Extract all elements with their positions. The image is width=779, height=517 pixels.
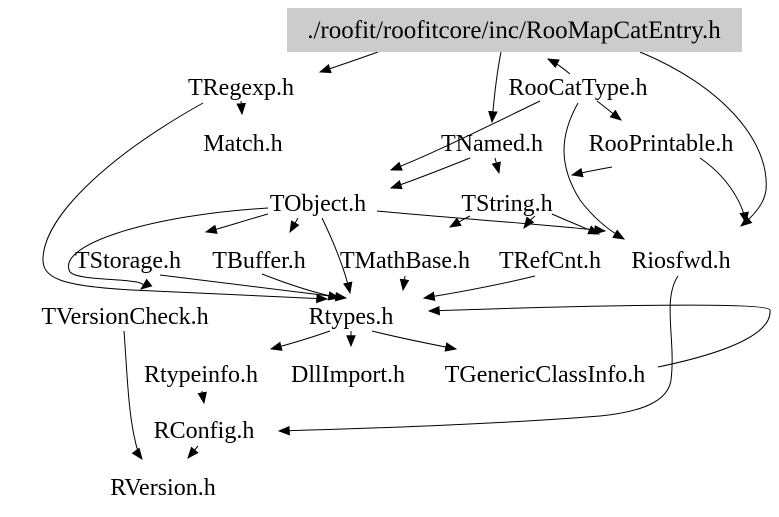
graph-node-riosfwd[interactable]: Riosfwd.h (631, 248, 731, 274)
edge-tstring-to-trefcnt (523, 215, 536, 229)
edge-roomapcatentry-to-riosfwd (639, 51, 767, 227)
graph-node-rtypes[interactable]: Rtypes.h (308, 304, 394, 330)
graph-node-roocattype[interactable]: RooCatType.h (508, 75, 648, 101)
edge-roocattype-to-rooprintable (596, 100, 622, 121)
edge-tgenericclassinfo-to-rtypes (427, 304, 771, 368)
graph-node-tmathbase[interactable]: TMathBase.h (340, 248, 470, 274)
edge-roomapcatentry-to-tregexp (318, 51, 379, 74)
edge-roocattype-to-tobject (389, 100, 541, 171)
edge-roocattype-to-roomapcatentry (546, 58, 571, 75)
graph-node-rversion[interactable]: RVersion.h (110, 475, 216, 501)
edge-rooprintable-to-tstring (570, 166, 613, 178)
graph-node-rconfig[interactable]: RConfig.h (153, 418, 255, 444)
edge-tstring-to-riosfwd (551, 213, 601, 235)
edge-rtypeinfo-to-rconfig (197, 390, 207, 405)
graph-node-tbuffer[interactable]: TBuffer.h (212, 248, 306, 274)
graph-node-tnamed[interactable]: TNamed.h (441, 131, 543, 157)
edge-tstorage-to-rtypes (159, 274, 348, 302)
edge-rtypes-to-rtypeinfo (269, 330, 331, 351)
edge-tnamed-to-tobject (389, 157, 471, 190)
graph-node-tstorage[interactable]: TStorage.h (75, 248, 181, 274)
edge-rooprintable-to-riosfwd (699, 157, 749, 225)
edge-tversioncheck-to-rversion (123, 330, 143, 460)
graph-node-trefcnt[interactable]: TRefCnt.h (499, 248, 601, 274)
graph-node-tversioncheck[interactable]: TVersionCheck.h (41, 304, 209, 330)
edge-rconfig-to-rversion (187, 445, 199, 459)
edge-roomapcatentry-to-tnamed (488, 51, 502, 124)
graph-node-match[interactable]: Match.h (203, 131, 283, 157)
graph-node-tgenericclassinfo[interactable]: TGenericClassInfo.h (444, 362, 646, 388)
graph-node-tstring[interactable]: TString.h (461, 191, 553, 217)
graph-node-tobject[interactable]: TObject.h (269, 191, 367, 217)
edge-tobject-to-riosfwd (376, 210, 607, 235)
edge-tregexp-to-match (236, 100, 246, 116)
graph-node-tregexp[interactable]: TRegexp.h (188, 75, 294, 101)
edge-rtypes-to-tgenericclassinfo (371, 330, 458, 352)
edge-tstring-to-tmathbase (448, 215, 471, 228)
graph-root-node-roomapcatentry: ./roofit/roofitcore/inc/RooMapCatEntry.h (286, 8, 742, 52)
edge-tregexp-to-rtypes (42, 102, 329, 304)
edge-tnamed-to-tstring (491, 157, 501, 175)
edge-riosfwd-to-rconfig (277, 275, 679, 436)
edge-tobject-to-tversioncheck (67, 207, 269, 290)
edge-tobject-to-rtypes (321, 217, 353, 295)
edge-tbuffer-to-rtypes (261, 273, 341, 301)
edge-tmathbase-to-rtypes (399, 275, 410, 292)
graph-node-dllimport[interactable]: DllImport.h (291, 362, 405, 388)
edge-tobject-to-tstorage (204, 213, 269, 234)
graph-node-rooprintable[interactable]: RooPrintable.h (588, 131, 734, 157)
edge-tobject-to-tbuffer (289, 217, 300, 234)
edge-roocattype-to-riosfwd (563, 102, 626, 240)
edge-trefcnt-to-rtypes (422, 275, 536, 302)
graph-node-rtypeinfo[interactable]: Rtypeinfo.h (144, 362, 258, 388)
